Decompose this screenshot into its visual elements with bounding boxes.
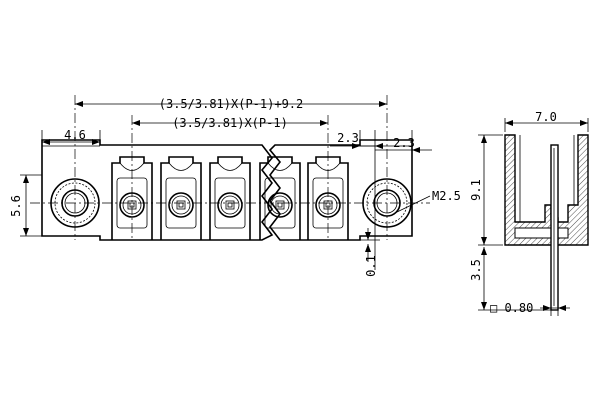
side-pin [550,144,559,311]
screw-leader-line [396,195,431,213]
dim-pin-length: 3.5 [469,259,483,281]
side-inner-slot [514,227,569,239]
dim-side-width: 7.0 [535,110,557,124]
front-body-outline [41,139,274,241]
dim-left-offset: 4.6 [64,128,86,142]
terminal-cell [209,156,251,240]
terminal-cell [160,156,202,240]
dim-right-gap-a: 2.3 [337,131,359,145]
dim-pitch-span: (3.5/3.81)X(P-1) [172,116,288,130]
front-body-outline-right [268,139,413,241]
dim-overall-length: (3.5/3.81)X(P-1)+9.2 [159,97,304,111]
terminal-cell [259,156,301,240]
dim-right-gap-b: 2.3 [393,136,415,150]
dim-height: 5.6 [9,195,23,217]
screw-thread-label: M2.5 [432,189,461,203]
terminal-cells [111,156,349,240]
dim-bottom-offset: 0.1 [364,255,378,277]
side-view: 7.0 9.1 3.5 □ 0.80 [469,110,589,316]
front-view: (3.5/3.81)X(P-1)+9.2 (3.5/3.81)X(P-1) 4.… [9,95,461,277]
dim-pin-size: □ 0.80 [490,301,533,315]
dim-side-height: 9.1 [469,179,483,201]
